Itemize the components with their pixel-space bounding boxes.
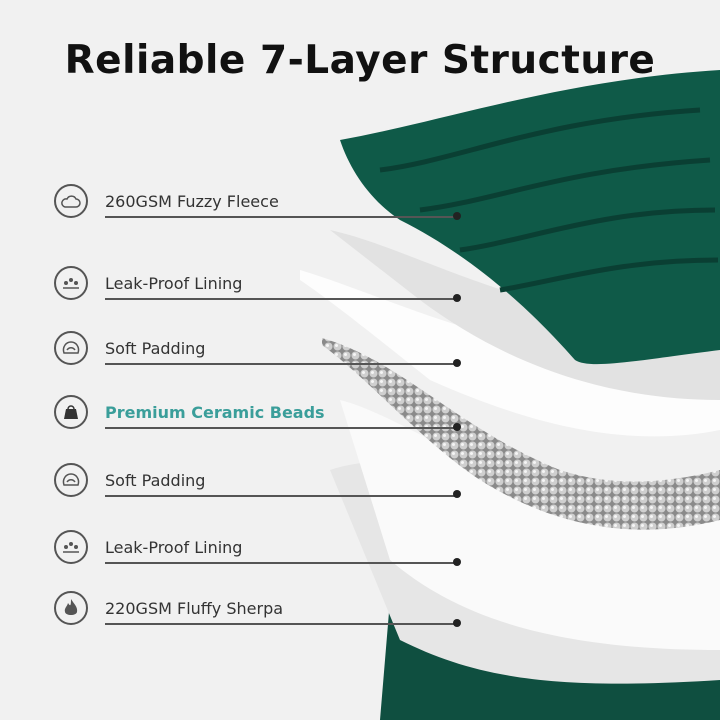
droplets-icon (54, 530, 88, 564)
leader-line (105, 298, 457, 300)
layer-label: 260GSM Fuzzy Fleece (105, 192, 279, 211)
layer-label: Soft Padding (105, 339, 206, 358)
leader-line (105, 216, 457, 218)
padding-icon (54, 331, 88, 365)
weight-icon (54, 395, 88, 429)
layer-marker-dot (453, 359, 461, 367)
leader-line (105, 495, 457, 497)
layer-label: Leak-Proof Lining (105, 538, 243, 557)
layer-label-highlighted: Premium Ceramic Beads (105, 403, 325, 422)
page-title: Reliable 7-Layer Structure (64, 38, 656, 83)
layer-marker-dot (453, 212, 461, 220)
layer-marker-dot (453, 558, 461, 566)
ceramic-beads-layer (322, 338, 720, 530)
layer-marker-dot (453, 294, 461, 302)
layer-label: Soft Padding (105, 471, 206, 490)
layer-marker-dot (453, 423, 461, 431)
leader-line (105, 623, 457, 625)
leader-line (105, 363, 457, 365)
leader-line (105, 427, 457, 429)
leader-line (105, 562, 457, 564)
flame-icon (54, 591, 88, 625)
cloud-icon (54, 184, 88, 218)
layer-marker-dot (453, 490, 461, 498)
layer-marker-dot (453, 619, 461, 627)
fleece-layer (340, 70, 720, 365)
droplets-icon (54, 266, 88, 300)
layer-label: 220GSM Fluffy Sherpa (105, 599, 284, 618)
padding-icon (54, 463, 88, 497)
layer-label: Leak-Proof Lining (105, 274, 243, 293)
lower-padding-layer (340, 400, 720, 650)
